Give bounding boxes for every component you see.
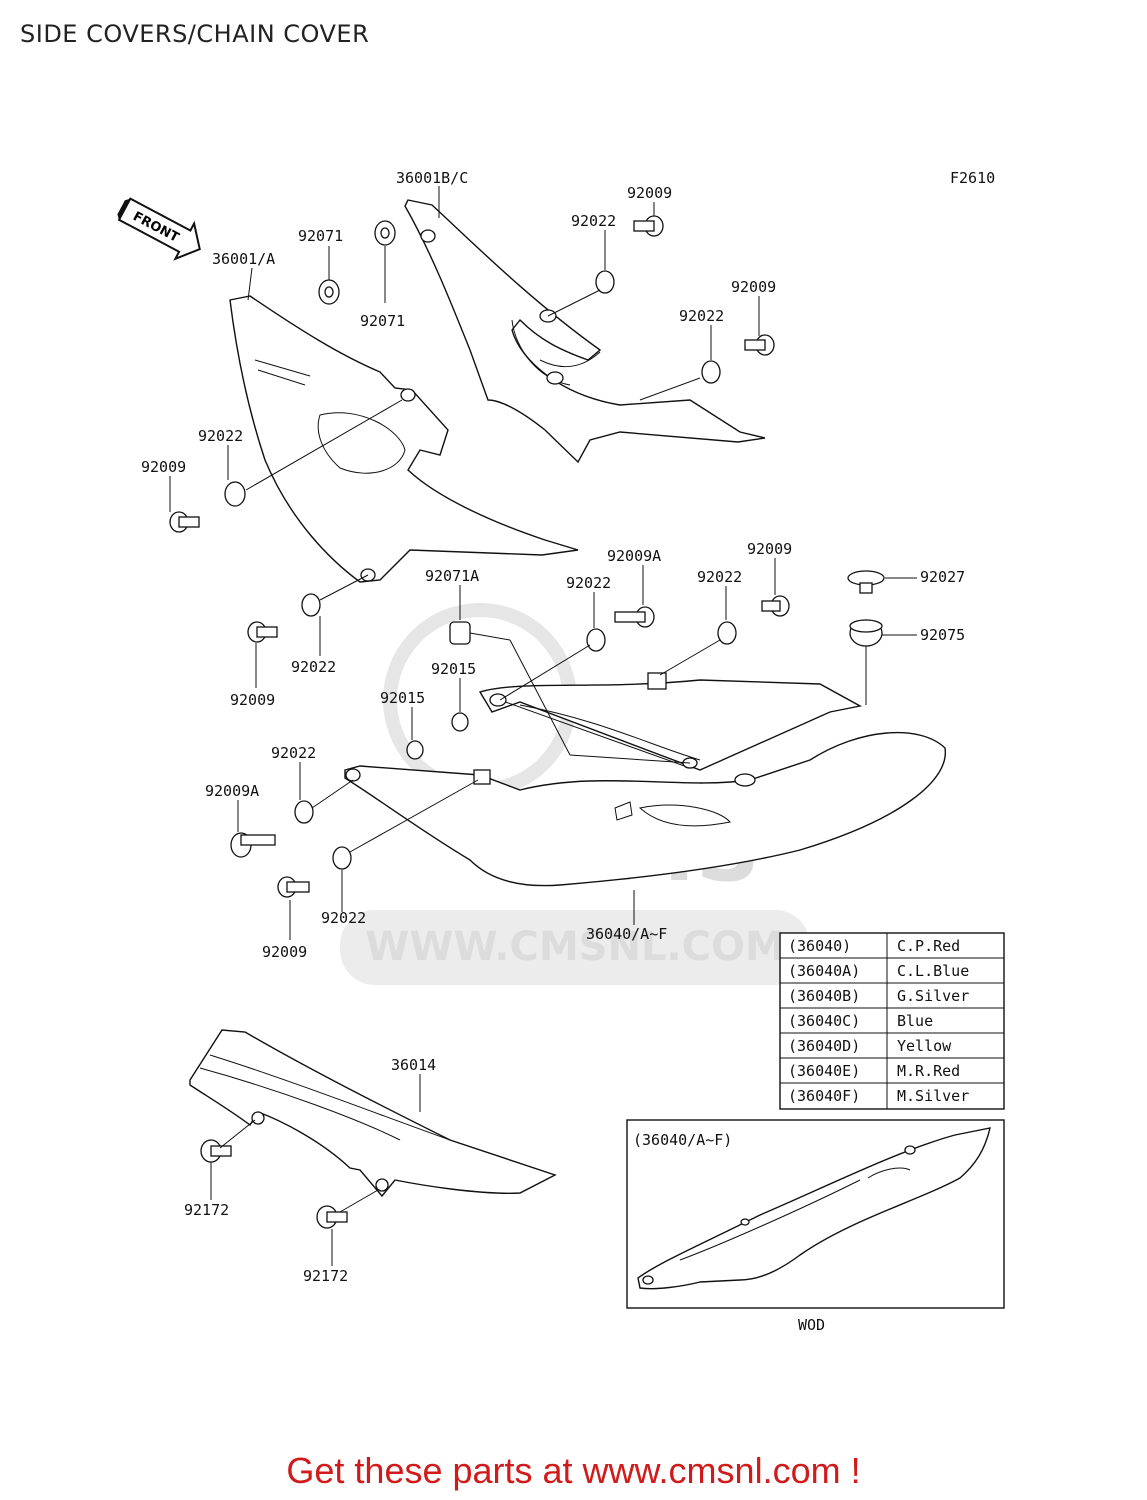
label-92022: 92022 xyxy=(571,212,616,230)
table-code-cell: (36040A) xyxy=(788,962,860,980)
side-cover-36001-a xyxy=(229,295,579,583)
watermark-url: WWW.CMSNL.COM xyxy=(365,924,785,970)
label-92022: 92022 xyxy=(198,427,243,445)
label-92075: 92075 xyxy=(920,626,965,644)
label-92071: 92071 xyxy=(298,227,343,245)
table-code-cell: (36040F) xyxy=(788,1087,860,1105)
inset-caption: WOD xyxy=(798,1316,825,1334)
table-color-cell: Blue xyxy=(897,1012,933,1030)
label-92027: 92027 xyxy=(920,568,965,586)
part-labels: 36001B/C 36001/A 92071 92071 92009 92022… xyxy=(141,169,965,1285)
label-92022: 92022 xyxy=(566,574,611,592)
table-code-cell: (36040D) xyxy=(788,1037,860,1055)
table-code-cell: (36040B) xyxy=(788,987,860,1005)
table-code-cell: (36040) xyxy=(788,937,851,955)
table-color-cell: G.Silver xyxy=(897,987,969,1005)
label-92009: 92009 xyxy=(141,458,186,476)
table-color-cell: C.L.Blue xyxy=(897,962,969,980)
label-92015: 92015 xyxy=(380,689,425,707)
label-36040-a-f: 36040/A~F xyxy=(586,925,667,943)
color-table: (36040) C.P.Red (36040A) C.L.Blue (36040… xyxy=(779,932,1005,1110)
label-36001b-c: 36001B/C xyxy=(396,169,468,187)
inset-box: (36040/A~F) WOD xyxy=(626,1119,1005,1334)
hardware xyxy=(169,215,885,1229)
label-92009: 92009 xyxy=(262,943,307,961)
label-92172: 92172 xyxy=(184,1201,229,1219)
label-92009: 92009 xyxy=(627,184,672,202)
table-color-cell: Yellow xyxy=(897,1037,952,1055)
table-code-cell: (36040C) xyxy=(788,1012,860,1030)
promo-link-text[interactable]: Get these parts at www.cmsnl.com ! xyxy=(286,1450,861,1491)
label-92022: 92022 xyxy=(679,307,724,325)
table-color-cell: C.P.Red xyxy=(897,937,960,955)
label-92009: 92009 xyxy=(731,278,776,296)
label-92022: 92022 xyxy=(697,568,742,586)
page-title: SIDE COVERS/CHAIN COVER xyxy=(20,20,370,48)
label-92015: 92015 xyxy=(431,660,476,678)
front-arrow-icon: FRONT xyxy=(117,197,201,261)
chain-cover-36014 xyxy=(189,1029,557,1198)
label-36001-a: 36001/A xyxy=(212,250,275,268)
label-36014: 36014 xyxy=(391,1056,436,1074)
label-92009a: 92009A xyxy=(205,782,259,800)
label-92022: 92022 xyxy=(271,744,316,762)
leader-lines xyxy=(169,186,917,1266)
table-code-cell: (36040E) xyxy=(788,1062,860,1080)
label-92071a: 92071A xyxy=(425,567,479,585)
seat-cowl-36040 xyxy=(344,672,946,887)
table-color-cell: M.Silver xyxy=(897,1087,969,1105)
parts-diagram: WWW.CMSNL.COM CMS FRONT F2610 xyxy=(117,169,1005,1334)
figure-code: F2610 xyxy=(950,169,995,187)
label-92172: 92172 xyxy=(303,1267,348,1285)
table-color-cell: M.R.Red xyxy=(897,1062,960,1080)
label-92009: 92009 xyxy=(230,691,275,709)
label-92022: 92022 xyxy=(321,909,366,927)
label-92071: 92071 xyxy=(360,312,405,330)
label-92009: 92009 xyxy=(747,540,792,558)
label-92009a: 92009A xyxy=(607,547,661,565)
inset-title: (36040/A~F) xyxy=(633,1131,732,1149)
label-92022: 92022 xyxy=(291,658,336,676)
